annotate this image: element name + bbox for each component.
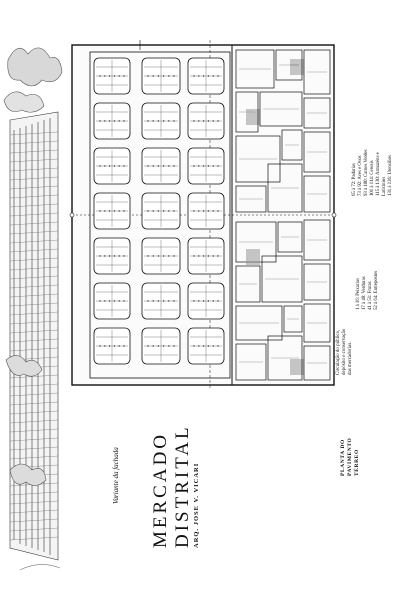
legend-column-1: 1 à 16: Peixarias 17 à 40: Verduras 41 à… bbox=[356, 271, 380, 310]
title-line-1: MERCADO bbox=[150, 431, 171, 548]
legend-item: 131 à 136: Utensílios bbox=[388, 155, 393, 196]
service-rooms bbox=[235, 49, 331, 381]
circulation-notes: Circulação do público, depósito e conser… bbox=[336, 329, 355, 375]
notes-line-3: das mercadorias. bbox=[348, 341, 354, 375]
plan-caption: PLANTA DO PAVIMENTO TÉRREO bbox=[340, 438, 361, 476]
facade-elevation bbox=[3, 47, 63, 571]
title-line-2: DISTRITAL bbox=[172, 424, 193, 548]
plan-caption-line-1: PLANTA DO bbox=[340, 439, 346, 476]
architect-credit: ARQ. JOSE V. VICARI bbox=[193, 462, 200, 548]
legend-item: 52 à 64: Entrepostos bbox=[374, 270, 379, 310]
plan-caption-line-3: TÉRREO bbox=[354, 449, 360, 476]
legend-column-2: 65 à 72: Padarias 73 à 92: Aves e Ovos 9… bbox=[352, 149, 394, 196]
stall-blocks bbox=[93, 57, 225, 365]
elevation-caption: Variante da fachada bbox=[112, 447, 120, 504]
stair-marks bbox=[69, 59, 337, 375]
plan-caption-line-2: PAVIMENTO bbox=[347, 437, 353, 476]
title: MERCADO DISTRITAL bbox=[150, 424, 194, 548]
